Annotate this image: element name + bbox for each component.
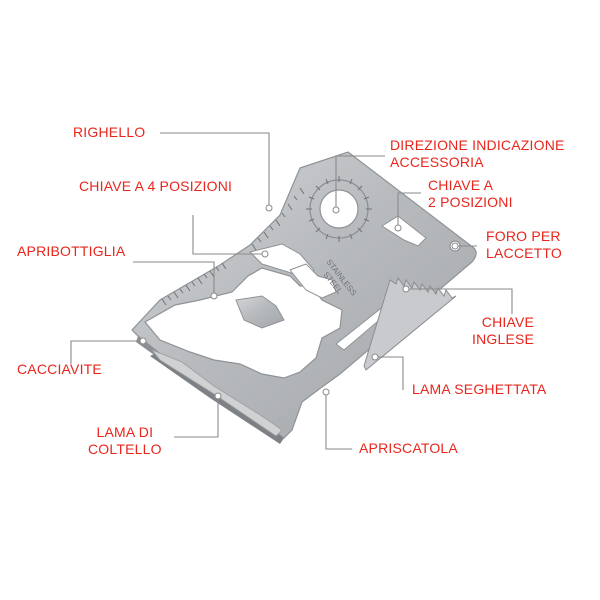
label-apribottiglia-line-1: APRIBOTTIGLIA <box>17 243 126 259</box>
leader-apriscatola <box>325 392 352 450</box>
wrench-4-cutout <box>144 267 343 379</box>
dot-chiave4 <box>261 250 269 258</box>
label-cacciavite-line-1: CACCIAVITE <box>17 361 102 377</box>
label-inglese-line-2: INGLESE <box>472 331 535 347</box>
leader-direzione <box>335 155 385 210</box>
leader-seghettata <box>375 356 404 390</box>
leader-inglese <box>406 288 513 314</box>
label-chiave-4-line-1: CHIAVE A 4 POSIZIONI <box>79 178 233 194</box>
label-seghettata-line-1: LAMA SEGHETTATA <box>412 381 547 397</box>
label-foro-line-1: FORO PER <box>486 228 561 244</box>
dot-apriscatola <box>322 388 330 396</box>
leader-lines <box>70 132 513 450</box>
label-lama-seghettata: LAMA SEGHETTATA <box>412 381 546 398</box>
label-apribottiglia: APRIBOTTIGLIA <box>17 243 125 260</box>
label-apriscatola-line-1: APRISCATOLA <box>359 440 458 456</box>
leader-chiave2 <box>397 192 421 228</box>
label-cacciavite: CACCIAVITE <box>17 361 102 378</box>
label-inglese-line-1: CHIAVE <box>481 314 535 330</box>
dot-seghettata <box>371 353 379 361</box>
dot-apribottiglia <box>210 292 218 300</box>
hex-slot <box>289 263 337 299</box>
label-direzione-line-2: ACCESSORIA <box>390 154 484 170</box>
ruler-ticks <box>161 187 305 306</box>
label-chiave-4-posizioni: CHIAVE A 4 POSIZIONI <box>79 178 232 195</box>
dot-chiave2 <box>394 224 402 232</box>
cutout-notch <box>235 295 285 329</box>
label-lama-line-1: LAMA DI <box>96 424 154 440</box>
leader-lama <box>174 396 219 438</box>
label-lama-line-2: COLTELLO <box>88 441 162 457</box>
label-lama-di-coltello: LAMA DI COLTELLO <box>88 424 162 458</box>
label-foro-line-2: LACCETTO <box>486 245 563 261</box>
leader-apribottiglia <box>133 261 215 296</box>
dot-cacciavite <box>139 337 147 345</box>
dot-inglese <box>402 285 410 293</box>
dot-direzione <box>332 206 340 214</box>
leader-endpoints <box>139 204 459 400</box>
label-chiave-2-posizioni: CHIAVE A 2 POSIZIONI <box>428 177 513 211</box>
label-direzione-line-1: DIREZIONE INDICAZIONE <box>390 137 565 153</box>
label-chiave-inglese: CHIAVE INGLESE <box>472 314 534 348</box>
leader-cacciavite <box>70 340 143 364</box>
label-foro-per-laccetto: FORO PER LACCETTO <box>486 228 562 262</box>
dot-foro <box>451 242 459 250</box>
label-chiave-2-line-1: CHIAVE A <box>428 177 494 193</box>
wrench-2-slot <box>381 215 427 247</box>
label-righello: RIGHELLO <box>73 124 145 141</box>
dot-lama <box>214 392 222 400</box>
label-righello-line-1: RIGHELLO <box>73 124 146 140</box>
label-chiave-2-line-2: 2 POSIZIONI <box>428 194 513 210</box>
label-apriscatola: APRISCATOLA <box>359 440 458 457</box>
leader-chiave4 <box>192 215 265 255</box>
dot-righello <box>265 204 273 212</box>
label-direzione-indicazione: DIREZIONE INDICAZIONE ACCESSORIA <box>390 137 565 171</box>
leader-righello <box>160 132 270 208</box>
